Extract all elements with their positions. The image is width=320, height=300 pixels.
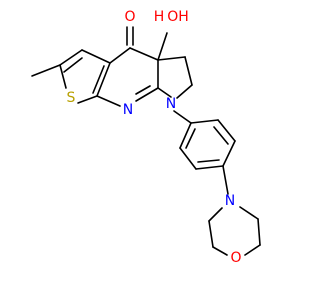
bond (179, 122, 192, 149)
bond (195, 165, 224, 170)
bond (59, 64, 67, 89)
bond (176, 84, 193, 99)
bond (77, 95, 98, 104)
bond (31, 64, 61, 77)
bond (244, 244, 261, 256)
bond (63, 57, 83, 73)
molecule-structure: O OH H S N N N O (31, 9, 261, 266)
bond (135, 87, 159, 102)
bond (212, 246, 228, 256)
bond (197, 159, 220, 163)
atom-labels: O OH H S N N N O (67, 9, 242, 266)
sulfur-label: S (67, 90, 76, 106)
pyrrolidine-nitrogen-label: N (166, 96, 176, 112)
bond (179, 147, 197, 170)
bonds (31, 26, 261, 256)
bond (157, 56, 186, 61)
bond (173, 110, 192, 124)
bond (208, 207, 223, 222)
morpholine-nitrogen-label: N (225, 193, 235, 209)
bond (208, 220, 214, 248)
bond (222, 165, 229, 195)
bond (81, 49, 111, 64)
bond (96, 62, 111, 97)
bond (96, 95, 121, 107)
bond (109, 47, 131, 64)
bond (185, 128, 196, 149)
bond (190, 119, 219, 124)
bond (217, 119, 236, 142)
bond (157, 87, 172, 98)
pyridine-nitrogen-label: N (123, 102, 133, 118)
carbonyl-oxygen-label: O (124, 9, 135, 25)
bond (222, 140, 236, 167)
bond (257, 218, 261, 246)
molecule-canvas: O OH H S N N N O (31, 9, 261, 266)
bond (184, 56, 193, 86)
bond (92, 65, 105, 94)
bond (157, 32, 168, 61)
bond (213, 126, 229, 145)
bond (59, 49, 83, 66)
bond (129, 47, 159, 61)
bond (239, 206, 259, 220)
hydroxyl-label: OH (167, 9, 189, 25)
bond (135, 85, 151, 95)
morpholine-oxygen-label: O (230, 250, 241, 266)
hydroxyl-hydrogen-label: H (154, 9, 165, 25)
